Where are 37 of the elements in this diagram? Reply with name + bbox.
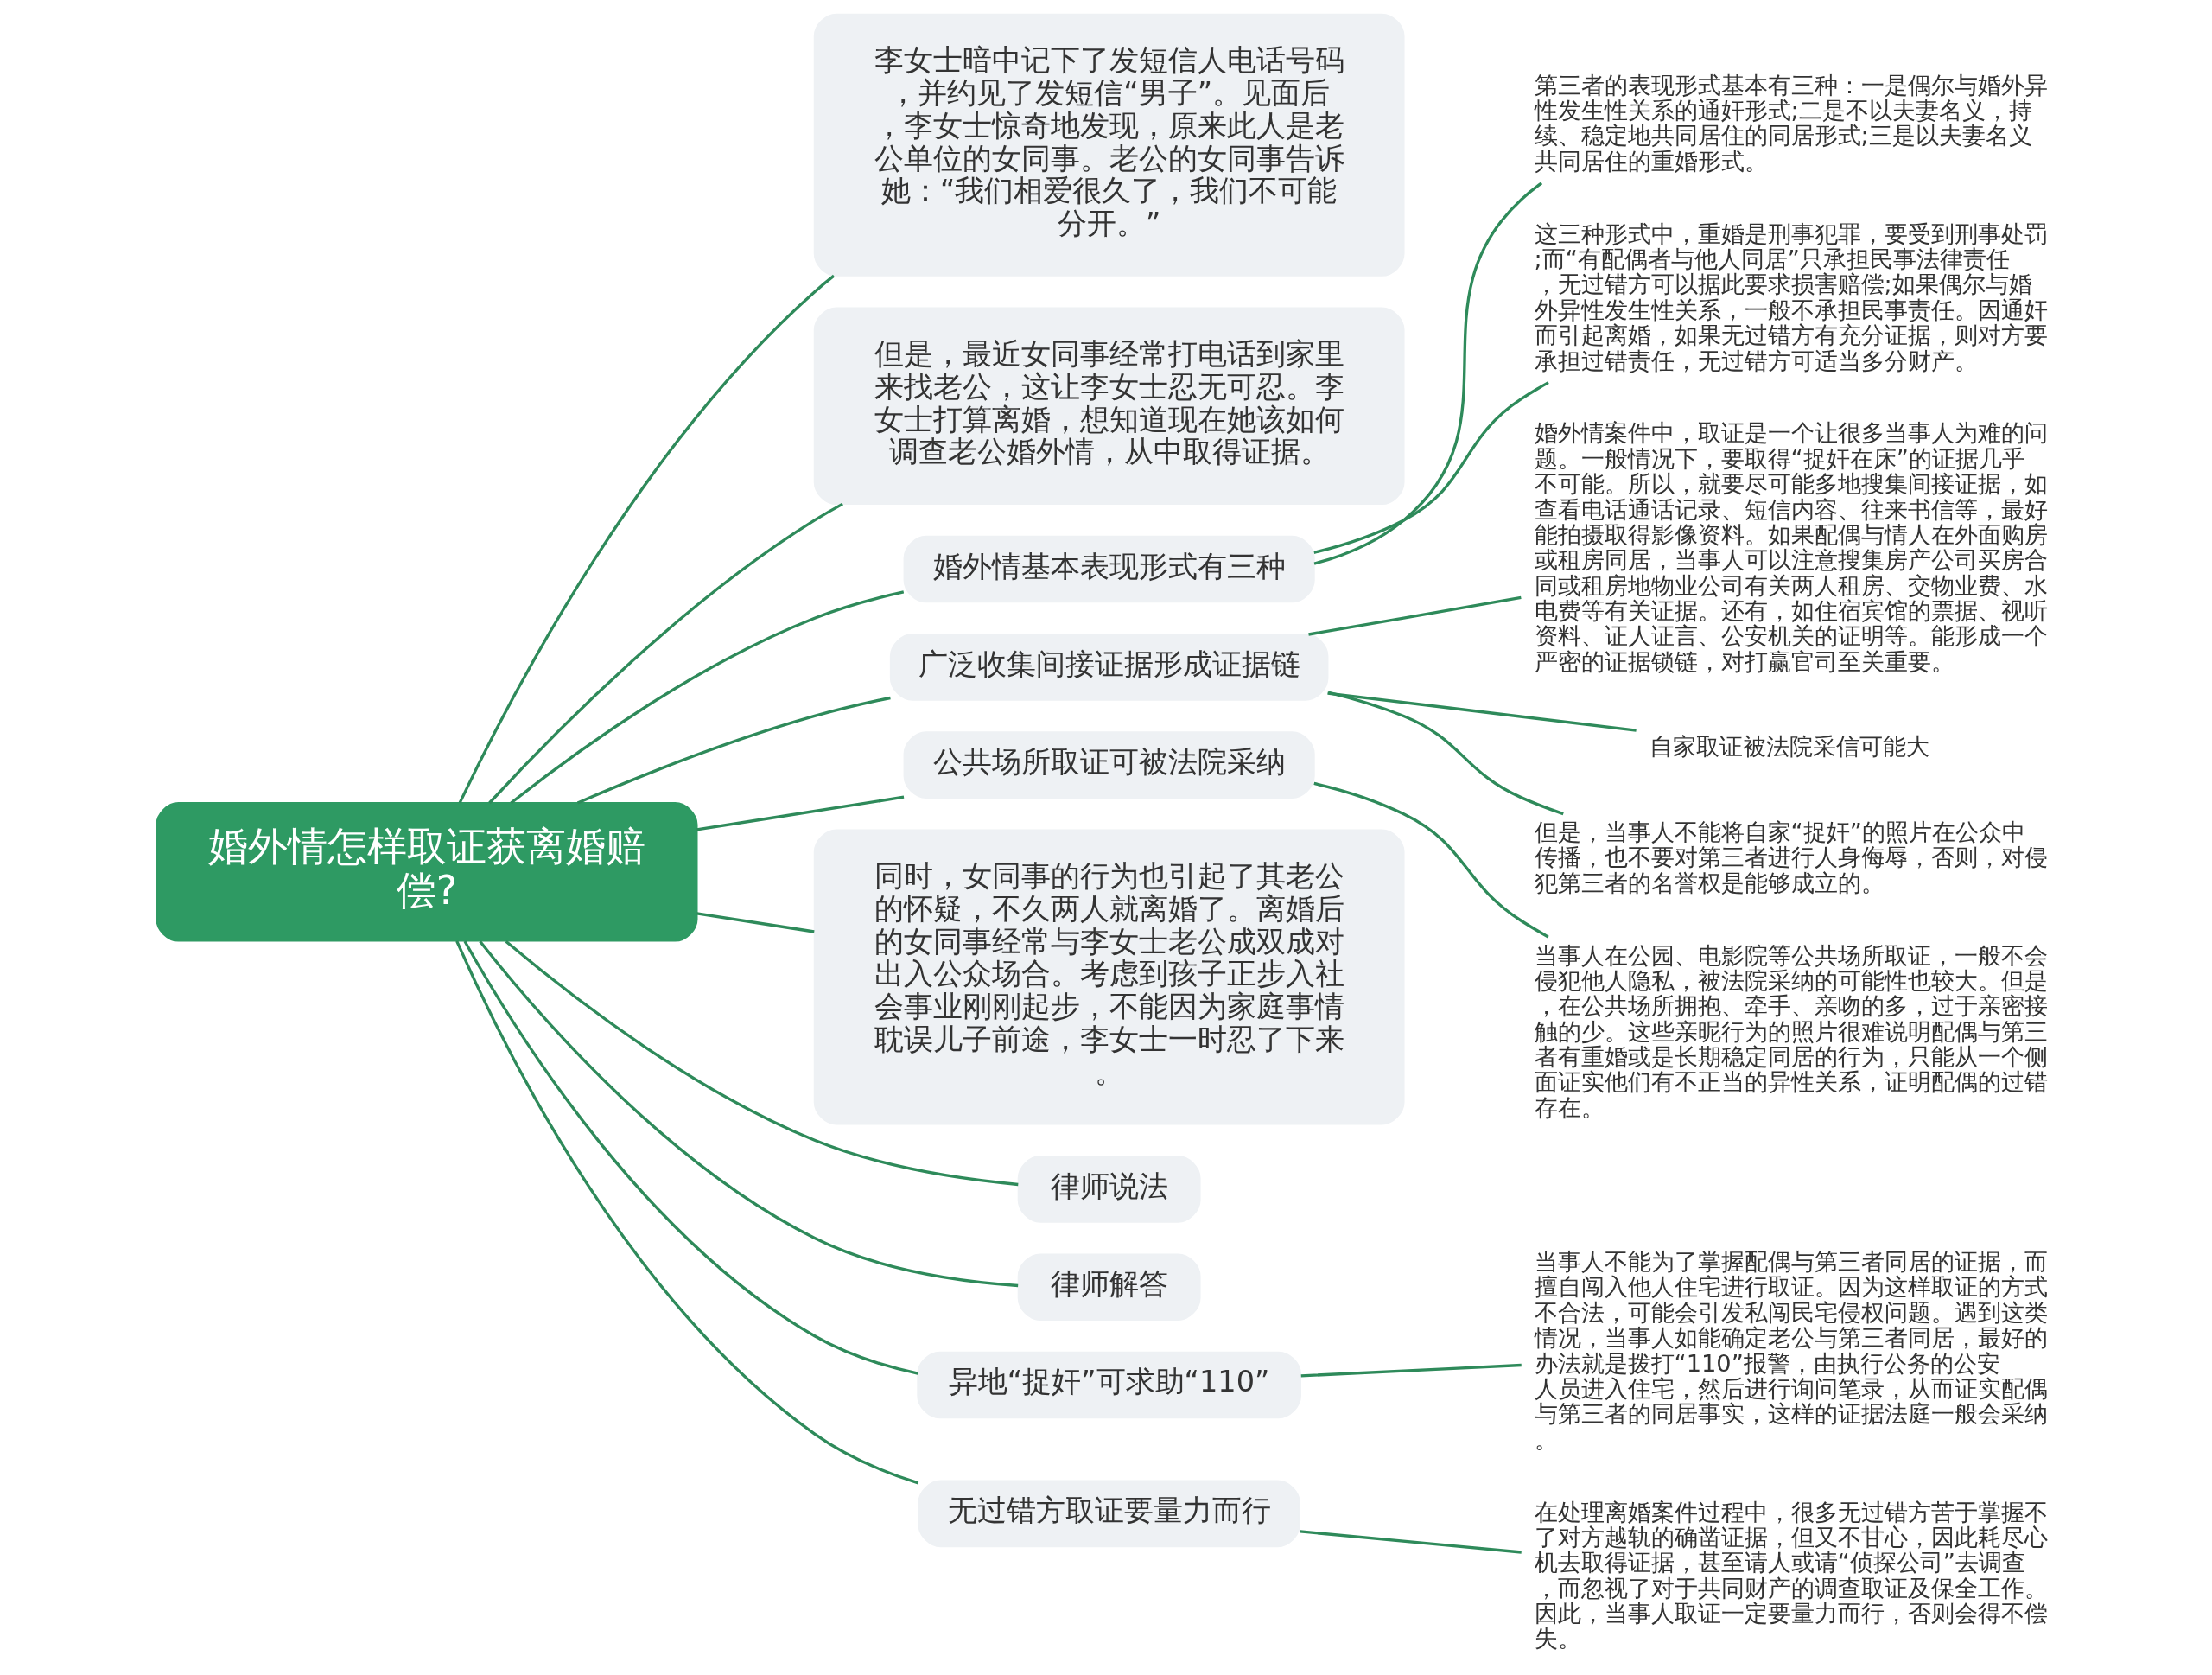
- node-text: 但是，当事人不能将自家“捉奸”的照片在公众中传播，也不要对第三者进行人身侮辱，否则，对侵犯第三者的名誉权是能够成立的。: [1534, 818, 2048, 896]
- node-box: 婚外情怎样取证获离婚赔偿?: [155, 802, 697, 942]
- node-text: 当事人不能为了掌握配偶与第三者同居的证据，而擅自闯入他人住宅进行取证。因为这样取证的方式不合法，可能会引发私闯民宅侵权问题。遇到这类情况，当事人如能确定老公与第三者同居，最好的办法就是拨打“110”报警，由执行公务的公安人员进入住宅，然后进行询问笔录，从而证实配偶与第三者的同居事实，这样的证据法庭一般会采纳。: [1534, 1248, 2048, 1453]
- node-box: 同时，女同事的行为也引起了其老公的怀疑，不久两人就离婚了。离婚后的女同事经常与李女士老公成双成对出入公众场合。考虑到孩子正步入社会事业刚刚起步，不能因为家庭事情耽误儿子前途，李女士一时忍了下来。: [813, 829, 1405, 1125]
- node-text: 当事人在公园、电影院等公共场所取证，一般不会侵犯他人隐私，被法院采纳的可能性也较大。但是，在公共场所拥抱、牵手、亲吻的多，过于亲密接触的少。这些亲昵行为的照片很难说明配偶与第三者有重婚或是长期稳定同居的行为，只能从一个侧面证实他们有不正当的异性关系，证明配偶的过错存在。: [1534, 941, 2048, 1121]
- connector: [1313, 781, 1549, 939]
- node-text: 自家取证被法院采信可能大: [1649, 733, 1929, 761]
- node-box: 公共场所取证可被法院采纳: [903, 731, 1315, 799]
- connector: [1300, 1530, 1522, 1554]
- connector: [576, 696, 891, 805]
- connector: [696, 912, 815, 933]
- connector: [1307, 595, 1522, 636]
- connector: [1327, 691, 1564, 816]
- connector: [509, 590, 904, 805]
- connector: [505, 939, 1018, 1187]
- connector: [462, 940, 918, 1375]
- connector: [1313, 182, 1542, 565]
- connector: [458, 274, 835, 804]
- node-text: 在处理离婚案件过程中，很多无过错方苦于掌握不了对方越轨的确凿证据，但又不甘心，因此耗尽心机去取得证据，甚至请人或请“侦探公司”去调查，而忽视了对于共同财产的调查取证及保全工作。因此，当事人取证一定要量力而行，否则会得不偿失。: [1534, 1498, 2048, 1653]
- node-box: 广泛收集间接证据形成证据链: [889, 634, 1328, 701]
- node-box: 婚外情基本表现形式有三种: [903, 535, 1315, 603]
- node-box: 李女士暗中记下了发短信人电话号码，并约见了发短信“男子”。见面后，李女士惊奇地发现，原来此人是老公单位的女同事。老公的女同事告诉她：“我们相爱很久了，我们不可能分开。”: [813, 13, 1405, 277]
- node-box: 但是，最近女同事经常打电话到家里来找老公，这让李女士忍无可忍。李女士打算离婚，想知道现在她该如何调查老公婚外情，从中取得证据。: [813, 307, 1405, 506]
- connector: [1326, 691, 1637, 732]
- node-box: 无过错方取证要量力而行: [917, 1480, 1300, 1548]
- node-text: 这三种形式中，重婚是刑事犯罪，要受到刑事处罚;而“有配偶者与他人同居”只承担民事法律责任，无过错方可以据此要求损害赔偿;如果偶尔与婚外异性发生性关系，一般不承担民事责任。因通奸而引起离婚，如果无过错方有充分证据，则对方要承担过错责任，无过错方可适当多分财产。: [1534, 220, 2048, 374]
- node-text: 第三者的表现形式基本有三种：一是偶尔与婚外异性发生性关系的通奸形式;二是不以夫妻名义，持续、稳定地共同居住的同居形式;三是以夫妻名义共同居住的重婚形式。: [1534, 71, 2048, 175]
- connector: [1300, 1363, 1522, 1378]
- node-box: 律师说法: [1017, 1156, 1201, 1223]
- connector: [696, 795, 904, 831]
- connector: [1313, 381, 1549, 554]
- connector: [478, 940, 1018, 1288]
- connector: [454, 940, 918, 1485]
- connector: [487, 502, 843, 805]
- node-box: 律师解答: [1017, 1253, 1201, 1321]
- node-text: 婚外情案件中，取证是一个让很多当事人为难的问题。一般情况下，要取得“捉奸在床”的证据几乎不可能。所以，就要尽可能多地搜集间接证据，如查看电话通话记录、短信内容、往来书信等，最好能拍摄取得影像资料。如果配偶与情人在外面购房或租房同居，当事人可以注意搜集房产公司买房合同或租房地物业公司有关两人租房、交物业费、水电费等有关证据。还有，如住宿宾馆的票据、视听资料、证人证言、公安机关的证明等。能形成一个严密的证据锁链，对打赢官司至关重要。: [1534, 419, 2048, 675]
- node-box: 异地“捉奸”可求助“110”: [916, 1351, 1301, 1419]
